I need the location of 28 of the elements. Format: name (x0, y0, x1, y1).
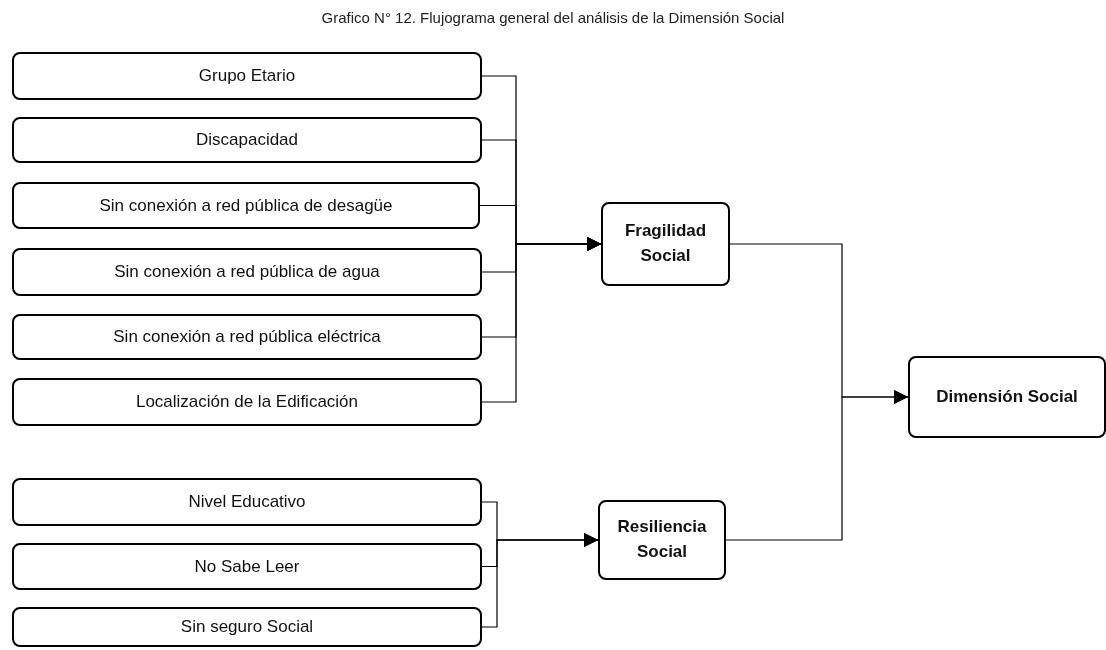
node-label: Sin conexión a red pública de desagüe (99, 195, 393, 216)
connector-arrow (481, 533, 599, 628)
connector-arrow (725, 390, 909, 541)
factor-box (12, 478, 482, 526)
node-label: Discapacidad (195, 130, 299, 150)
factor-box (12, 182, 480, 229)
node-label: Dimensión Social (936, 385, 1078, 408)
node-label: Sin seguro Social (180, 617, 314, 637)
factor-box (12, 314, 482, 360)
factor-box (12, 117, 482, 163)
node-label: Localización de la Edificación (135, 392, 359, 412)
node-label: Resiliencia Social (616, 516, 708, 563)
diagram-title: Grafico N° 12. Flujograma general del análisis de la Dimensión Social (320, 9, 786, 26)
node-label: Fragilidad Social (623, 220, 708, 267)
result-box (598, 500, 726, 580)
factor-box (12, 543, 482, 590)
node-label: Sin conexión a red pública de agua (114, 262, 380, 282)
node-label: No Sabe Leer (194, 556, 300, 577)
node-label: Sin conexión a red pública eléctrica (113, 327, 381, 347)
connector-arrow (481, 237, 602, 403)
factor-box (12, 378, 482, 426)
node-label: Grupo Etario (198, 66, 296, 86)
result-box (601, 202, 730, 286)
factor-box (12, 607, 482, 647)
factor-box (12, 52, 482, 100)
factor-box (12, 248, 482, 296)
node-label: Nivel Educativo (188, 492, 306, 512)
result-box (908, 356, 1106, 438)
